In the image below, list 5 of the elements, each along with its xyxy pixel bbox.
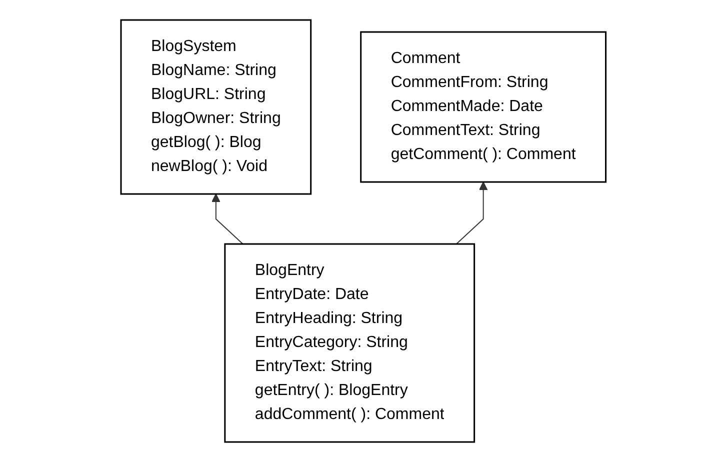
node-box: Comment CommentFrom: String CommentMade: Date CommentText: String getComment( ): Comment [360,31,607,183]
node-box: BlogEntry EntryDate: Date EntryHeading: String EntryCategory: String EntryText: String getEntry( ): BlogEntry addComment( ): Comment [224,243,476,443]
arrow [456,182,488,244]
arrow [212,194,244,244]
node-box: BlogSystem BlogName: String BlogURL: String BlogOwner: String getBlog( ): Blog newBlog( ): Void [120,19,312,195]
